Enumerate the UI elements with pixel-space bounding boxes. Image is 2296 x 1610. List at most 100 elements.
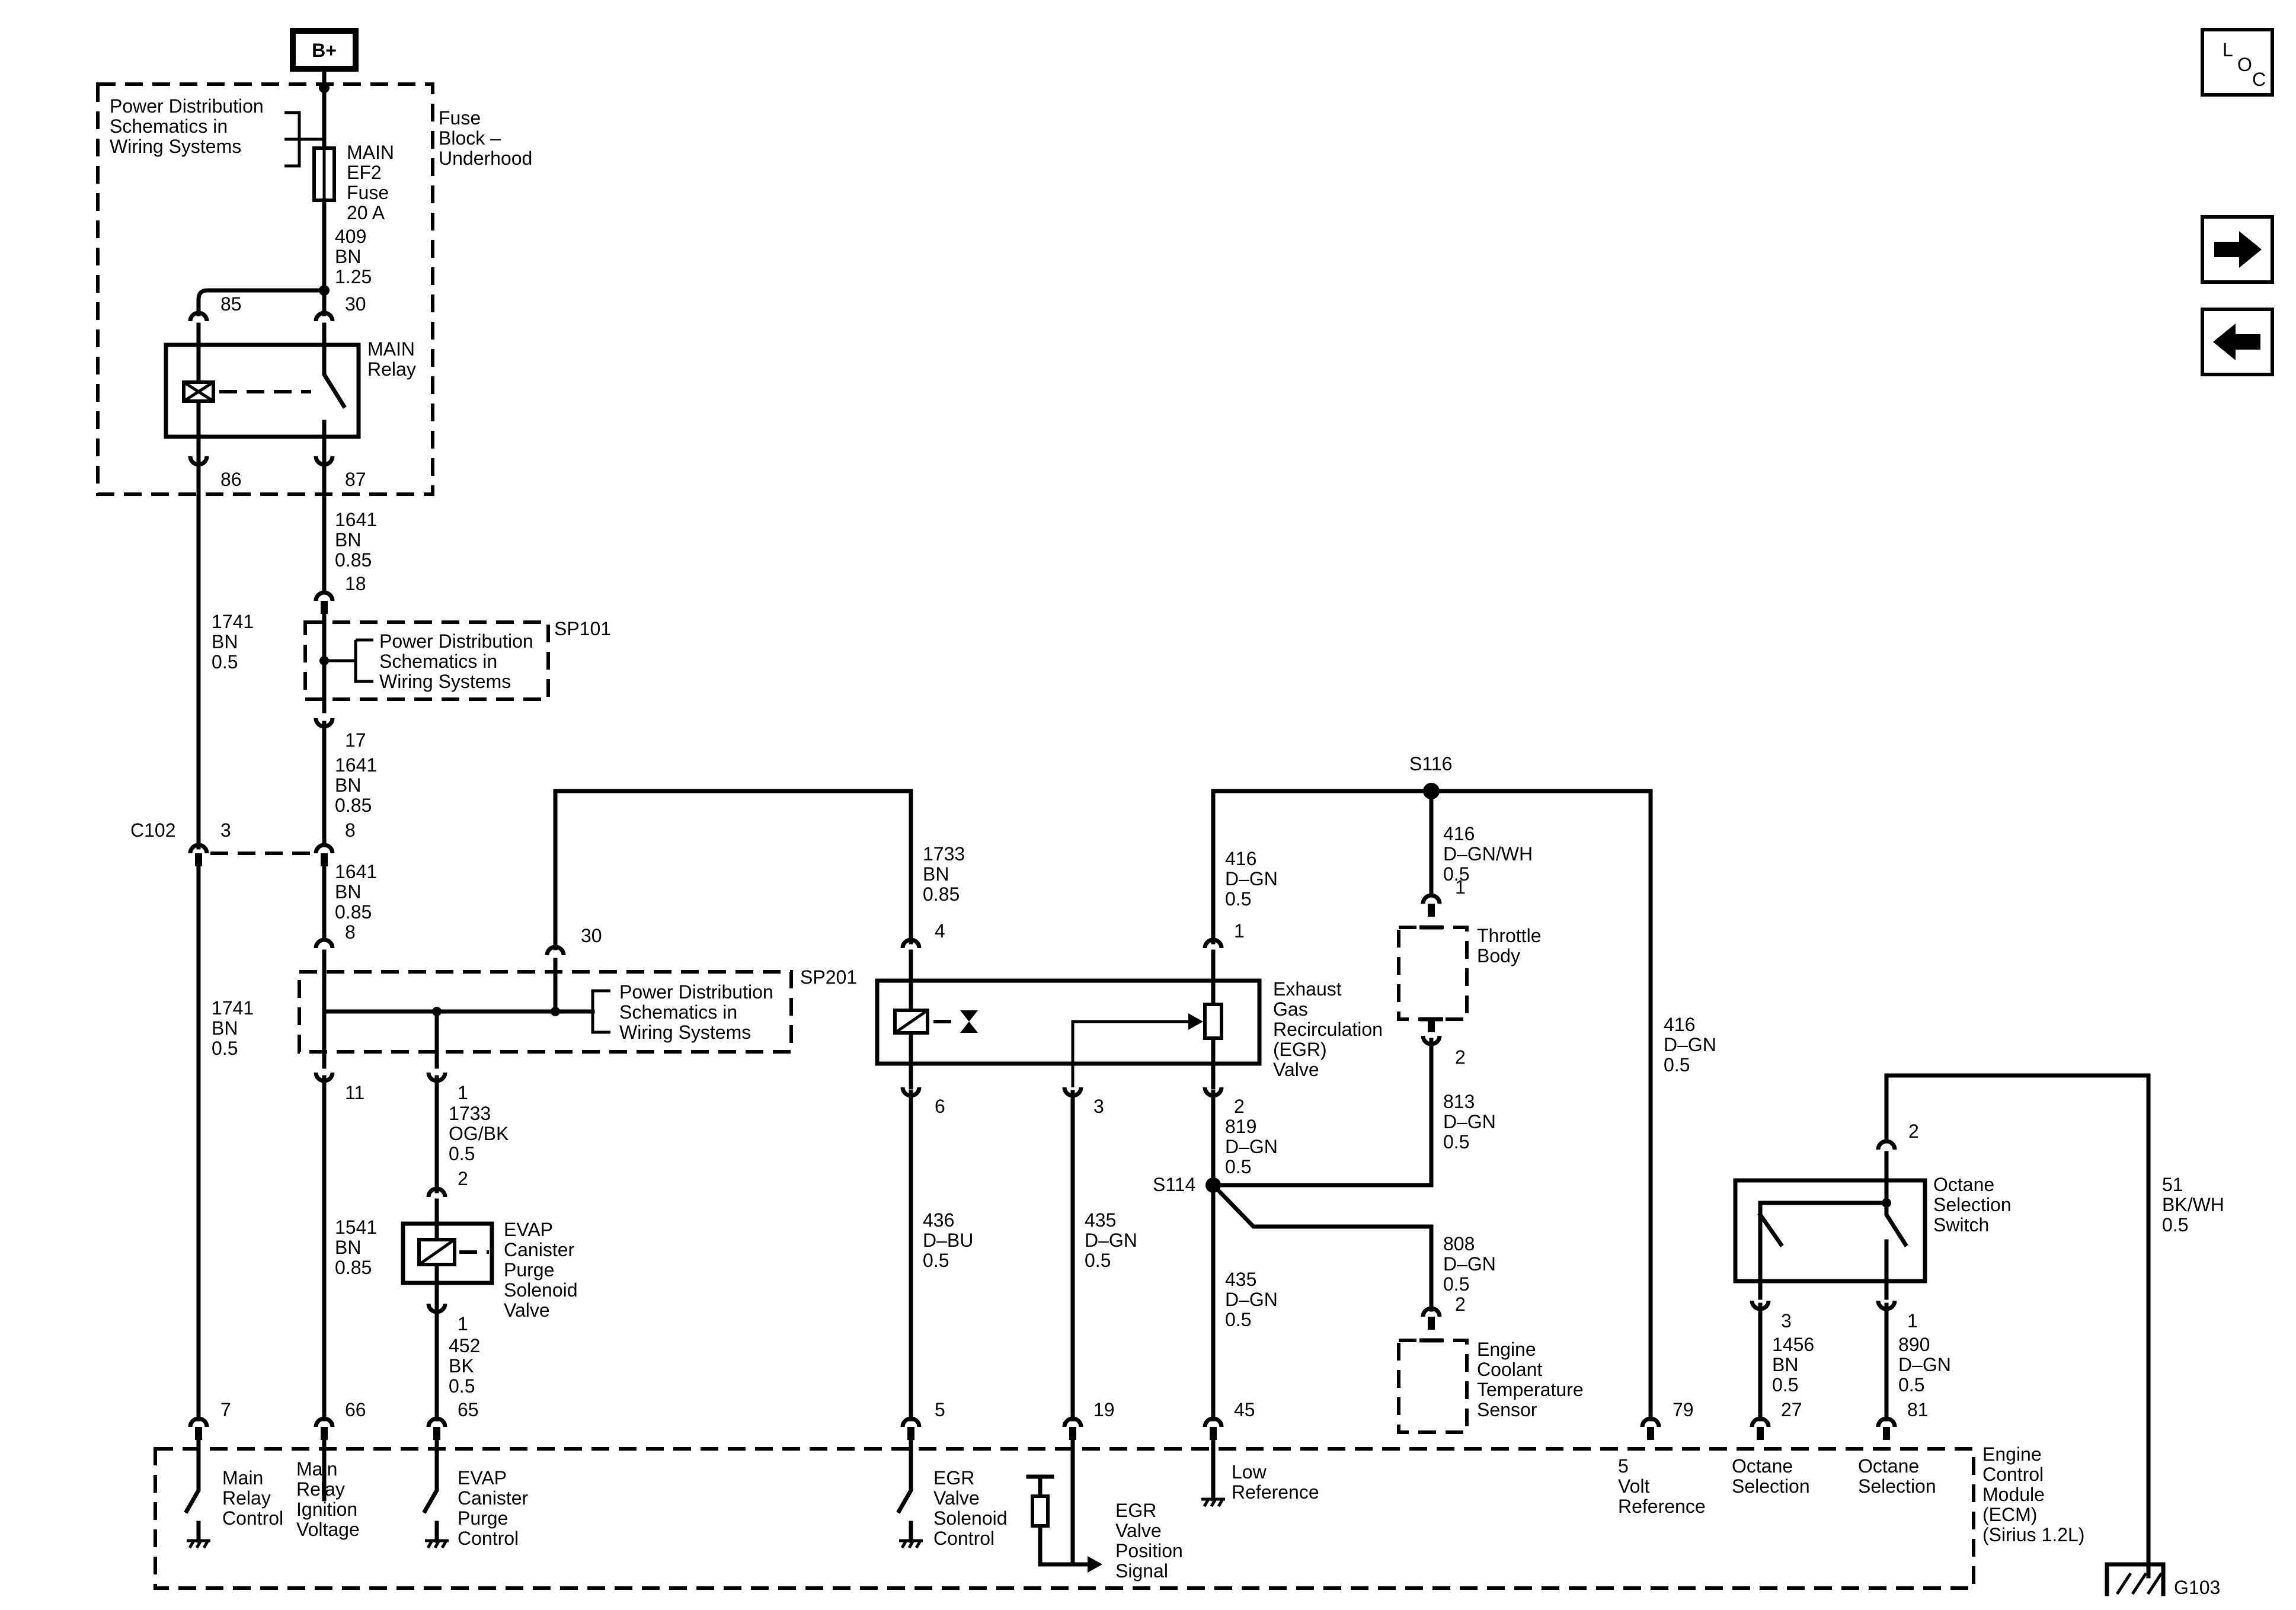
sp201-pin-11: 11 [345,1082,364,1103]
loc-letter-l: L [2223,39,2233,60]
wire-1733bn-color: BN [923,863,949,885]
egr-pin-1: 1 [1234,920,1245,942]
location-button[interactable]: L O C [2201,28,2274,97]
evap-label-2: Canister [504,1239,575,1260]
evap-label-5: Valve [504,1299,550,1321]
wire-1733og-size: 0.5 [449,1143,475,1164]
splice-pack-sp101: SP101 Power Distribution Schematics in W… [303,612,611,713]
wire-890-num: 890 [1898,1334,1930,1355]
forward-button[interactable] [2201,215,2274,284]
wire-813-num: 813 [1443,1091,1475,1112]
throttle-label-1: Throttle [1477,925,1541,946]
ecm-pin-81: 81 [1907,1399,1929,1420]
fuse-block-underhood: Fuse Block – Underhood Power Distributio… [96,82,532,496]
ecm-label-1: Engine [1982,1443,2042,1465]
wire-1641b-size: 0.85 [335,795,372,816]
sp201-ref-1: Power Distribution [619,981,773,1003]
throttle-pin-2: 2 [1455,1046,1466,1068]
wire-435b-size: 0.5 [1225,1309,1251,1330]
ect-label-2: Coolant [1477,1359,1542,1380]
egr-label-4: (EGR) [1273,1039,1327,1060]
wire-452-num: 452 [449,1335,480,1356]
arrow-right-icon [2214,231,2262,268]
relay-pin-85: 85 [220,293,242,315]
evap-pin-2: 2 [458,1168,468,1189]
sp201-pin-8: 8 [345,921,356,943]
ecm-7-label-2: Relay [222,1487,271,1509]
ecm-65-label-3: Purge [458,1507,508,1529]
main-relay-label-1: MAIN [367,338,415,360]
wire-1733bn-size: 0.85 [923,884,960,905]
c102-pin-8: 8 [345,820,356,841]
ecm-79-label-3: Reference [1618,1496,1706,1517]
ecm-pin-45: 45 [1234,1399,1255,1420]
evap-label-4: Solenoid [504,1279,578,1301]
loc-letter-o: O [2237,54,2252,75]
ecm-label-4: (ECM) [1982,1504,2037,1525]
ecm-pin-7: 7 [220,1399,231,1420]
ecm-7-label-1: Main [222,1467,263,1489]
ecm-label-5: (Sirius 1.2L) [1982,1524,2085,1545]
wire-1641a-num: 1641 [335,509,377,530]
wire-819-num: 819 [1225,1116,1256,1137]
wire-409-num: 409 [335,226,366,247]
g103-label: G103 [2174,1577,2220,1598]
ecm-pin-79: 79 [1673,1399,1694,1420]
wire-435a-color: D–GN [1085,1230,1137,1251]
egr-pin-4: 4 [935,920,945,942]
wire-819-color: D–GN [1225,1136,1278,1157]
throttle-body: Throttle Body [1397,925,1541,1022]
ect-label-1: Engine [1477,1339,1536,1360]
wire-1641b-num: 1641 [335,754,377,776]
wire-416b-color: D–GN [1664,1034,1716,1055]
ecm-79-label-1: 5 [1618,1455,1629,1477]
wire-1641c-size: 0.85 [335,901,372,923]
ecm-pin-66: 66 [345,1399,366,1420]
loc-letter-c: C [2252,69,2266,90]
c102-label: C102 [130,820,176,841]
ecm-27-label-1: Octane [1732,1455,1793,1477]
sp201-label: SP201 [800,966,857,988]
evap-label-3: Purge [504,1259,554,1281]
s114-label: S114 [1153,1174,1195,1195]
ecm-66-label-2: Relay [296,1478,345,1500]
sp201-ref-3: Wiring Systems [619,1022,751,1043]
wire-435b-color: D–GN [1225,1289,1278,1310]
ecm-pin-81-circuit: 81 Octane Selection [1858,1399,1936,1497]
wire-436-size: 0.5 [923,1250,949,1271]
ecm-19-label-1: EGR [1115,1500,1156,1521]
ecm-pin-19-circuit: 19 EGR Valve Position Signal [1026,1399,1183,1582]
back-button[interactable] [2201,308,2274,376]
egr-label-2: Gas [1273,998,1308,1020]
ecm-65-label-4: Control [458,1528,519,1549]
ecm-79-label-2: Volt [1618,1475,1649,1497]
wire-1741a-num: 1741 [212,611,254,632]
ground-g103: G103 [2105,1562,2220,1598]
fuse-ref-1: Power Distribution [110,95,264,117]
wire-435b-num: 435 [1225,1269,1256,1290]
s116-label: S116 [1409,753,1452,774]
wire-1741b-color: BN [212,1017,238,1039]
fuse-label-1: MAIN [347,142,394,163]
sp101-ref-2: Schematics in [379,651,497,672]
evap-canister-purge-solenoid-valve: EVAP Canister Purge Solenoid Valve [401,1198,578,1321]
main-relay-label-2: Relay [367,359,416,380]
main-relay: MAIN Relay [164,322,416,462]
wire-1641a-color: BN [335,529,361,550]
wire-1541-num: 1541 [335,1217,377,1238]
sp101-pin-18: 18 [345,573,366,594]
ecm-pin-79-circuit: 79 5 Volt Reference [1618,1399,1706,1517]
sp201-ref-2: Schematics in [619,1001,737,1023]
ecm-5-label-1: EGR [933,1467,974,1489]
wire-409-color: BN [335,246,361,267]
fuse-block-name-1: Fuse [439,107,481,129]
wire-452-color: BK [449,1355,474,1377]
ecm-66-label-3: Ignition [296,1499,357,1520]
wire-1741a-size: 0.5 [212,651,238,673]
wire-416a-color: D–GN [1225,868,1278,889]
ecm-19-label-4: Signal [1115,1560,1168,1582]
octane-pin-1: 1 [1907,1310,1918,1331]
ecm-5-label-4: Control [933,1528,994,1549]
wire-1641c-color: BN [335,881,361,902]
wire-1541-color: BN [335,1237,361,1258]
